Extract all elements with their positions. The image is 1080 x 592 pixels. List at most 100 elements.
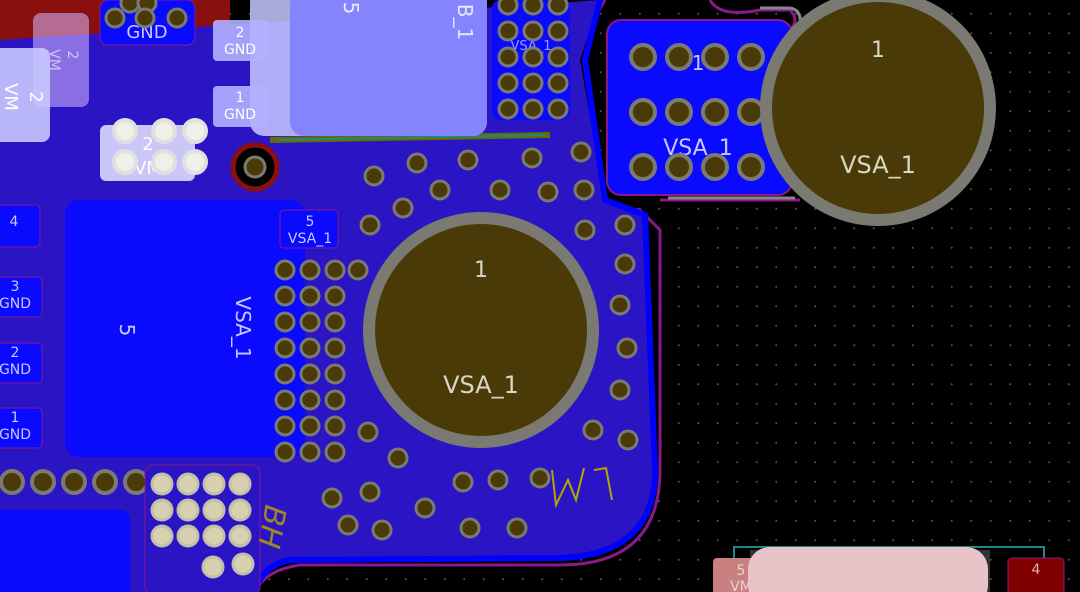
- via[interactable]: [497, 0, 519, 16]
- via[interactable]: [324, 285, 346, 307]
- via[interactable]: [176, 524, 200, 548]
- via[interactable]: [609, 294, 631, 316]
- via[interactable]: [547, 0, 569, 16]
- via[interactable]: [547, 20, 569, 42]
- via[interactable]: [537, 181, 559, 203]
- via[interactable]: [228, 472, 252, 496]
- via[interactable]: [629, 153, 657, 181]
- via[interactable]: [324, 441, 346, 463]
- via[interactable]: [150, 472, 174, 496]
- via[interactable]: [617, 429, 639, 451]
- pad-left-block[interactable]: [65, 200, 305, 457]
- via[interactable]: [387, 447, 409, 469]
- via[interactable]: [337, 514, 359, 536]
- via[interactable]: [522, 20, 544, 42]
- via[interactable]: [487, 469, 509, 491]
- via[interactable]: [112, 149, 138, 175]
- via[interactable]: [737, 43, 765, 71]
- via[interactable]: [274, 259, 296, 281]
- via[interactable]: [182, 118, 208, 144]
- via[interactable]: [371, 519, 393, 541]
- pad-left-4[interactable]: [0, 204, 41, 248]
- via[interactable]: [324, 311, 346, 333]
- pad-big-top-right[interactable]: [760, 0, 996, 226]
- via[interactable]: [30, 469, 56, 495]
- via[interactable]: [529, 467, 551, 489]
- via[interactable]: [701, 98, 729, 126]
- via[interactable]: [321, 487, 343, 509]
- via[interactable]: [701, 43, 729, 71]
- via[interactable]: [614, 214, 636, 236]
- via[interactable]: [737, 98, 765, 126]
- via[interactable]: [151, 149, 177, 175]
- via[interactable]: [629, 98, 657, 126]
- pad-bottom-mid-block[interactable]: [144, 464, 261, 592]
- via[interactable]: [497, 98, 519, 120]
- pad-bottom-left-block[interactable]: [0, 510, 130, 592]
- via[interactable]: [665, 43, 693, 71]
- via[interactable]: [414, 497, 436, 519]
- via[interactable]: [202, 472, 226, 496]
- via[interactable]: [104, 7, 126, 29]
- via[interactable]: [363, 165, 385, 187]
- via[interactable]: [452, 471, 474, 493]
- via[interactable]: [506, 517, 528, 539]
- via[interactable]: [609, 379, 631, 401]
- via[interactable]: [299, 389, 321, 411]
- via[interactable]: [274, 285, 296, 307]
- via[interactable]: [119, 0, 141, 14]
- via[interactable]: [392, 197, 414, 219]
- via[interactable]: [324, 259, 346, 281]
- via[interactable]: [547, 72, 569, 94]
- via[interactable]: [274, 311, 296, 333]
- via[interactable]: [123, 469, 149, 495]
- via[interactable]: [299, 311, 321, 333]
- via[interactable]: [150, 498, 174, 522]
- via[interactable]: [574, 219, 596, 241]
- pad-top-gnd-1[interactable]: [213, 86, 269, 127]
- via[interactable]: [92, 469, 118, 495]
- via[interactable]: [522, 46, 544, 68]
- via[interactable]: [429, 179, 451, 201]
- via[interactable]: [522, 0, 544, 16]
- via[interactable]: [176, 498, 200, 522]
- via[interactable]: [521, 147, 543, 169]
- via[interactable]: [324, 337, 346, 359]
- pad-left-gnd-1[interactable]: [0, 407, 43, 449]
- via[interactable]: [228, 498, 252, 522]
- via[interactable]: [202, 498, 226, 522]
- via[interactable]: [359, 481, 381, 503]
- via[interactable]: [347, 259, 369, 281]
- via[interactable]: [359, 214, 381, 236]
- pad-left-block-small[interactable]: [279, 209, 339, 249]
- via[interactable]: [547, 46, 569, 68]
- via[interactable]: [489, 179, 511, 201]
- via[interactable]: [228, 524, 252, 548]
- via[interactable]: [134, 7, 156, 29]
- via[interactable]: [614, 253, 636, 275]
- via[interactable]: [570, 141, 592, 163]
- via[interactable]: [182, 149, 208, 175]
- via[interactable]: [582, 419, 604, 441]
- via[interactable]: [522, 98, 544, 120]
- via[interactable]: [201, 555, 225, 579]
- via[interactable]: [406, 152, 428, 174]
- via[interactable]: [0, 469, 25, 495]
- via[interactable]: [357, 421, 379, 443]
- pad-bottom-large[interactable]: [748, 547, 988, 592]
- via[interactable]: [274, 441, 296, 463]
- via[interactable]: [299, 259, 321, 281]
- via[interactable]: [497, 46, 519, 68]
- via[interactable]: [202, 524, 226, 548]
- via[interactable]: [61, 469, 87, 495]
- via[interactable]: [299, 415, 321, 437]
- pad-bottom-4[interactable]: [1007, 557, 1065, 592]
- via[interactable]: [299, 441, 321, 463]
- via[interactable]: [274, 363, 296, 385]
- via[interactable]: [665, 153, 693, 181]
- via[interactable]: [665, 98, 693, 126]
- via[interactable]: [166, 7, 188, 29]
- via[interactable]: [629, 43, 657, 71]
